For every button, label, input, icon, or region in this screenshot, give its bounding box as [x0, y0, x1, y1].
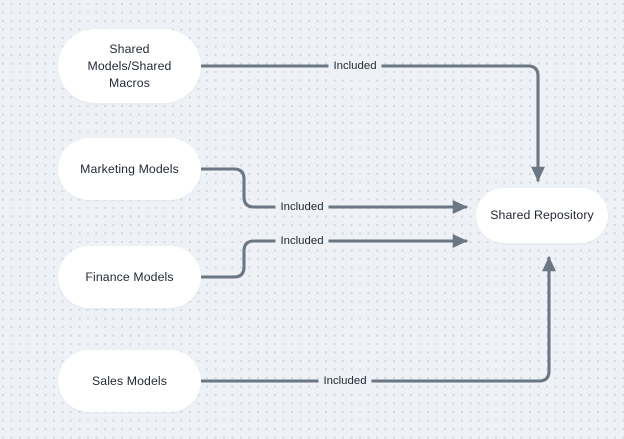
node-marketing-models[interactable]: Marketing Models: [58, 138, 201, 200]
edge-path-sales-models: [200, 256, 556, 383]
edge-label-shared-models: Included: [328, 58, 382, 74]
node-label: Marketing Models: [80, 161, 179, 176]
edge-path-finance-models: [200, 234, 468, 279]
edge-path-shared-models: [200, 64, 545, 182]
edge-label-sales-models: Included: [318, 373, 372, 389]
node-label: Shared Repository: [490, 208, 594, 222]
edge-label-finance-models: Included: [275, 233, 329, 249]
edge-label-marketing-models: Included: [275, 199, 329, 215]
edge-path-marketing-models: [200, 167, 468, 214]
node-label: Sales Models: [91, 373, 168, 388]
node-label: Finance Models: [85, 269, 174, 284]
node-label: Shared Models/Shared Macros: [87, 41, 172, 90]
node-finance-models[interactable]: Finance Models: [58, 246, 201, 308]
node-shared-models[interactable]: Shared Models/Shared Macros: [58, 29, 201, 103]
node-shared-repository[interactable]: Shared Repository: [476, 188, 608, 243]
node-sales-models[interactable]: Sales Models: [58, 350, 201, 412]
